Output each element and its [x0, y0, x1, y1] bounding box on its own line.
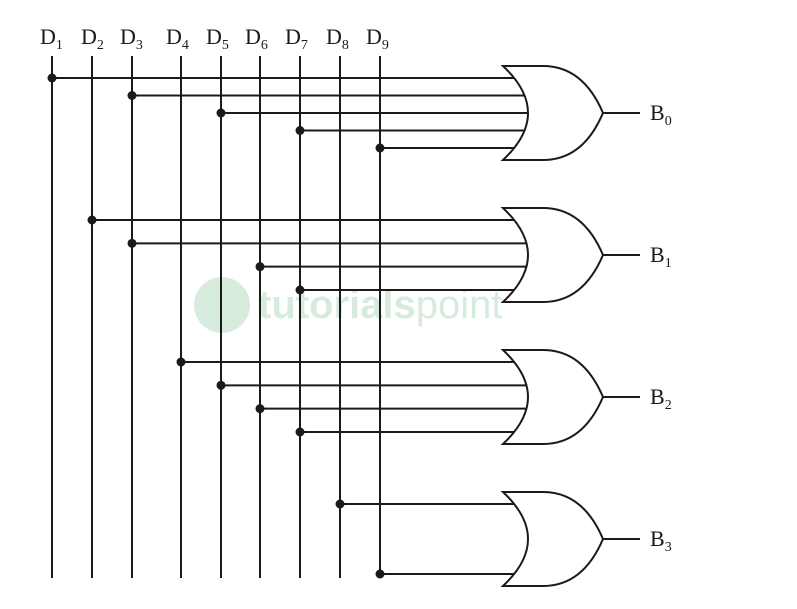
- output-labels: B0 B1 B2 B3: [650, 100, 672, 555]
- junction-dot-d6-b1: [255, 262, 265, 272]
- input-label-d6: D6: [245, 24, 268, 53]
- junction-dot-d2-b1: [87, 215, 97, 225]
- output-label-b3: B3: [650, 526, 672, 555]
- input-label-d8: D8: [326, 24, 349, 53]
- or-gate-b0: [500, 65, 605, 161]
- junction-dot-d6-b2: [255, 404, 265, 414]
- junction-dot-d7-b2: [295, 427, 305, 437]
- input-label-d1: D1: [40, 24, 63, 53]
- input-label-d9: D9: [366, 24, 389, 53]
- input-label-d2: D2: [81, 24, 104, 53]
- junction-dot-d3-b0: [127, 91, 137, 100]
- or-gate-b3: [500, 491, 605, 587]
- input-label-d3: D3: [120, 24, 143, 53]
- or-gate-b1: [500, 207, 605, 303]
- or-gate-b2: [500, 349, 605, 445]
- input-label-d4: D4: [166, 24, 189, 53]
- output-label-b1: B1: [650, 242, 672, 271]
- junction-dot-d5-b0: [216, 108, 226, 118]
- junction-dot-d8-b3: [335, 499, 345, 509]
- junction-dot-d5-b2: [216, 380, 226, 390]
- gate-input-wires: [47, 73, 540, 579]
- input-label-d5: D5: [206, 24, 229, 53]
- watermark: tutorialspoint: [194, 277, 503, 333]
- input-label-d7: D7: [285, 24, 308, 53]
- junction-dot-d4-b2: [176, 357, 186, 367]
- output-label-b2: B2: [650, 384, 672, 413]
- junction-dot-d7-b0: [295, 126, 305, 135]
- junction-dot-d7-b1: [295, 285, 305, 295]
- junction-dot-d9-b3: [375, 569, 385, 579]
- input-buses: [51, 56, 381, 578]
- input-labels: D1 D2 D3 D4 D5 D6 D7 D8 D9: [40, 24, 389, 53]
- or-gates: [500, 65, 640, 587]
- junction-dot-d9-b0: [375, 143, 385, 153]
- junction-dot-d1-b0: [47, 73, 57, 83]
- junction-dot-d3-b1: [127, 238, 137, 248]
- output-label-b0: B0: [650, 100, 672, 129]
